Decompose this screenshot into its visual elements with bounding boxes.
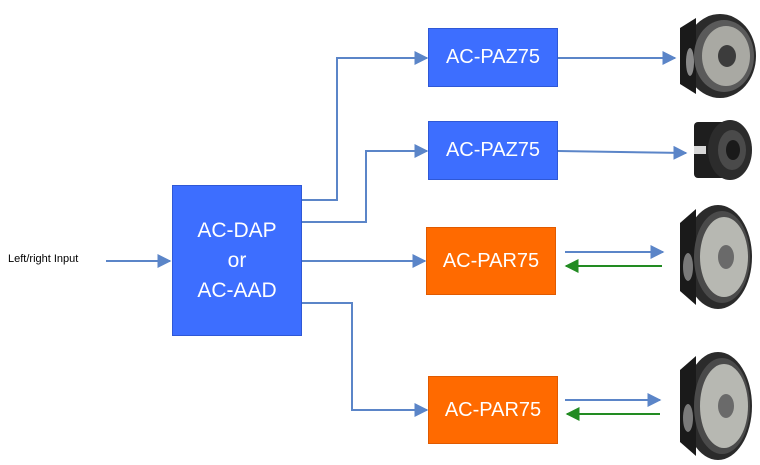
tweeter-speaker-icon bbox=[694, 120, 752, 180]
processor-box: AC-DAP or AC-AAD bbox=[172, 185, 302, 336]
processor-to-amp2-wire bbox=[302, 144, 429, 223]
amp2-to-speaker2-arrow bbox=[557, 145, 688, 160]
processor-to-amp4-wire bbox=[302, 302, 429, 417]
amplifier-label: AC-PAZ75 bbox=[445, 139, 541, 161]
processor-line3: AC-AAD bbox=[197, 278, 277, 302]
amplifier-label: AC-PAR75 bbox=[444, 398, 542, 421]
amplifier-box-2: AC-PAZ75 bbox=[428, 121, 558, 180]
amplifier-box-4: AC-PAR75 bbox=[428, 376, 558, 444]
amplifier-label: AC-PAZ75 bbox=[445, 46, 541, 68]
processor-to-amp1-wire bbox=[302, 51, 429, 201]
amplifier-box-3: AC-PAR75 bbox=[426, 227, 556, 295]
amplifier-box-1: AC-PAZ75 bbox=[428, 28, 558, 87]
woofer-speaker-icon bbox=[680, 14, 756, 98]
input-label: Left/right Input bbox=[8, 253, 79, 265]
woofer-speaker-icon bbox=[680, 352, 752, 460]
amplifier-label: AC-PAR75 bbox=[442, 249, 540, 272]
processor-line1: AC-DAP bbox=[197, 218, 277, 242]
woofer-speaker-icon bbox=[680, 205, 752, 309]
processor-line2: or bbox=[227, 248, 247, 272]
